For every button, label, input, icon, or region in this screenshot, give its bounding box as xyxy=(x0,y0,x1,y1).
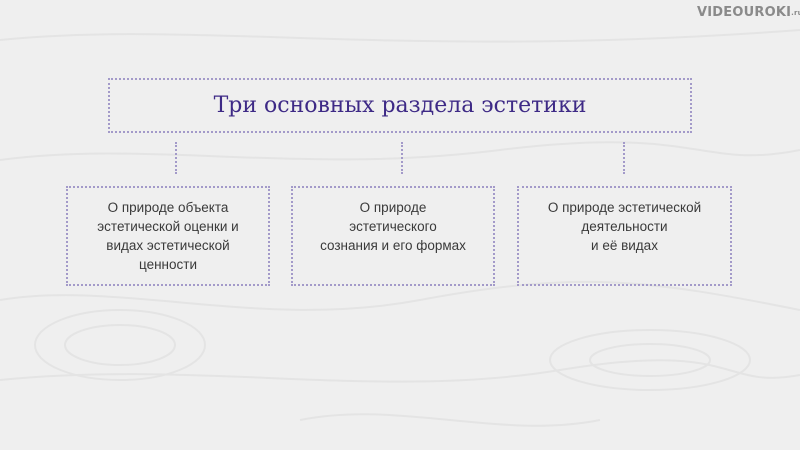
connector-line-3 xyxy=(623,142,625,174)
section-box-3: О природе эстетической деятельности и её… xyxy=(517,186,732,286)
section-box-2: О природе эстетического сознания и его ф… xyxy=(291,186,495,286)
connector-line-1 xyxy=(175,142,177,174)
diagram-title-box: Три основных раздела эстетики xyxy=(108,78,692,133)
diagram-title: Три основных раздела эстетики xyxy=(213,93,587,118)
section-text-2: О природе эстетического сознания и его ф… xyxy=(320,199,466,253)
section-text-1: О природе объекта эстетической оценки и … xyxy=(97,200,239,272)
section-text-3: О природе эстетической деятельности и её… xyxy=(547,199,702,253)
brand-logo: VIDEOUROKI.ru xyxy=(697,4,800,22)
brand-logo-suffix: .ru xyxy=(791,9,800,17)
brand-logo-text: VIDEOUROKI xyxy=(697,5,792,20)
connector-line-2 xyxy=(401,142,403,174)
section-box-1: О природе объекта эстетической оценки и … xyxy=(66,186,270,286)
